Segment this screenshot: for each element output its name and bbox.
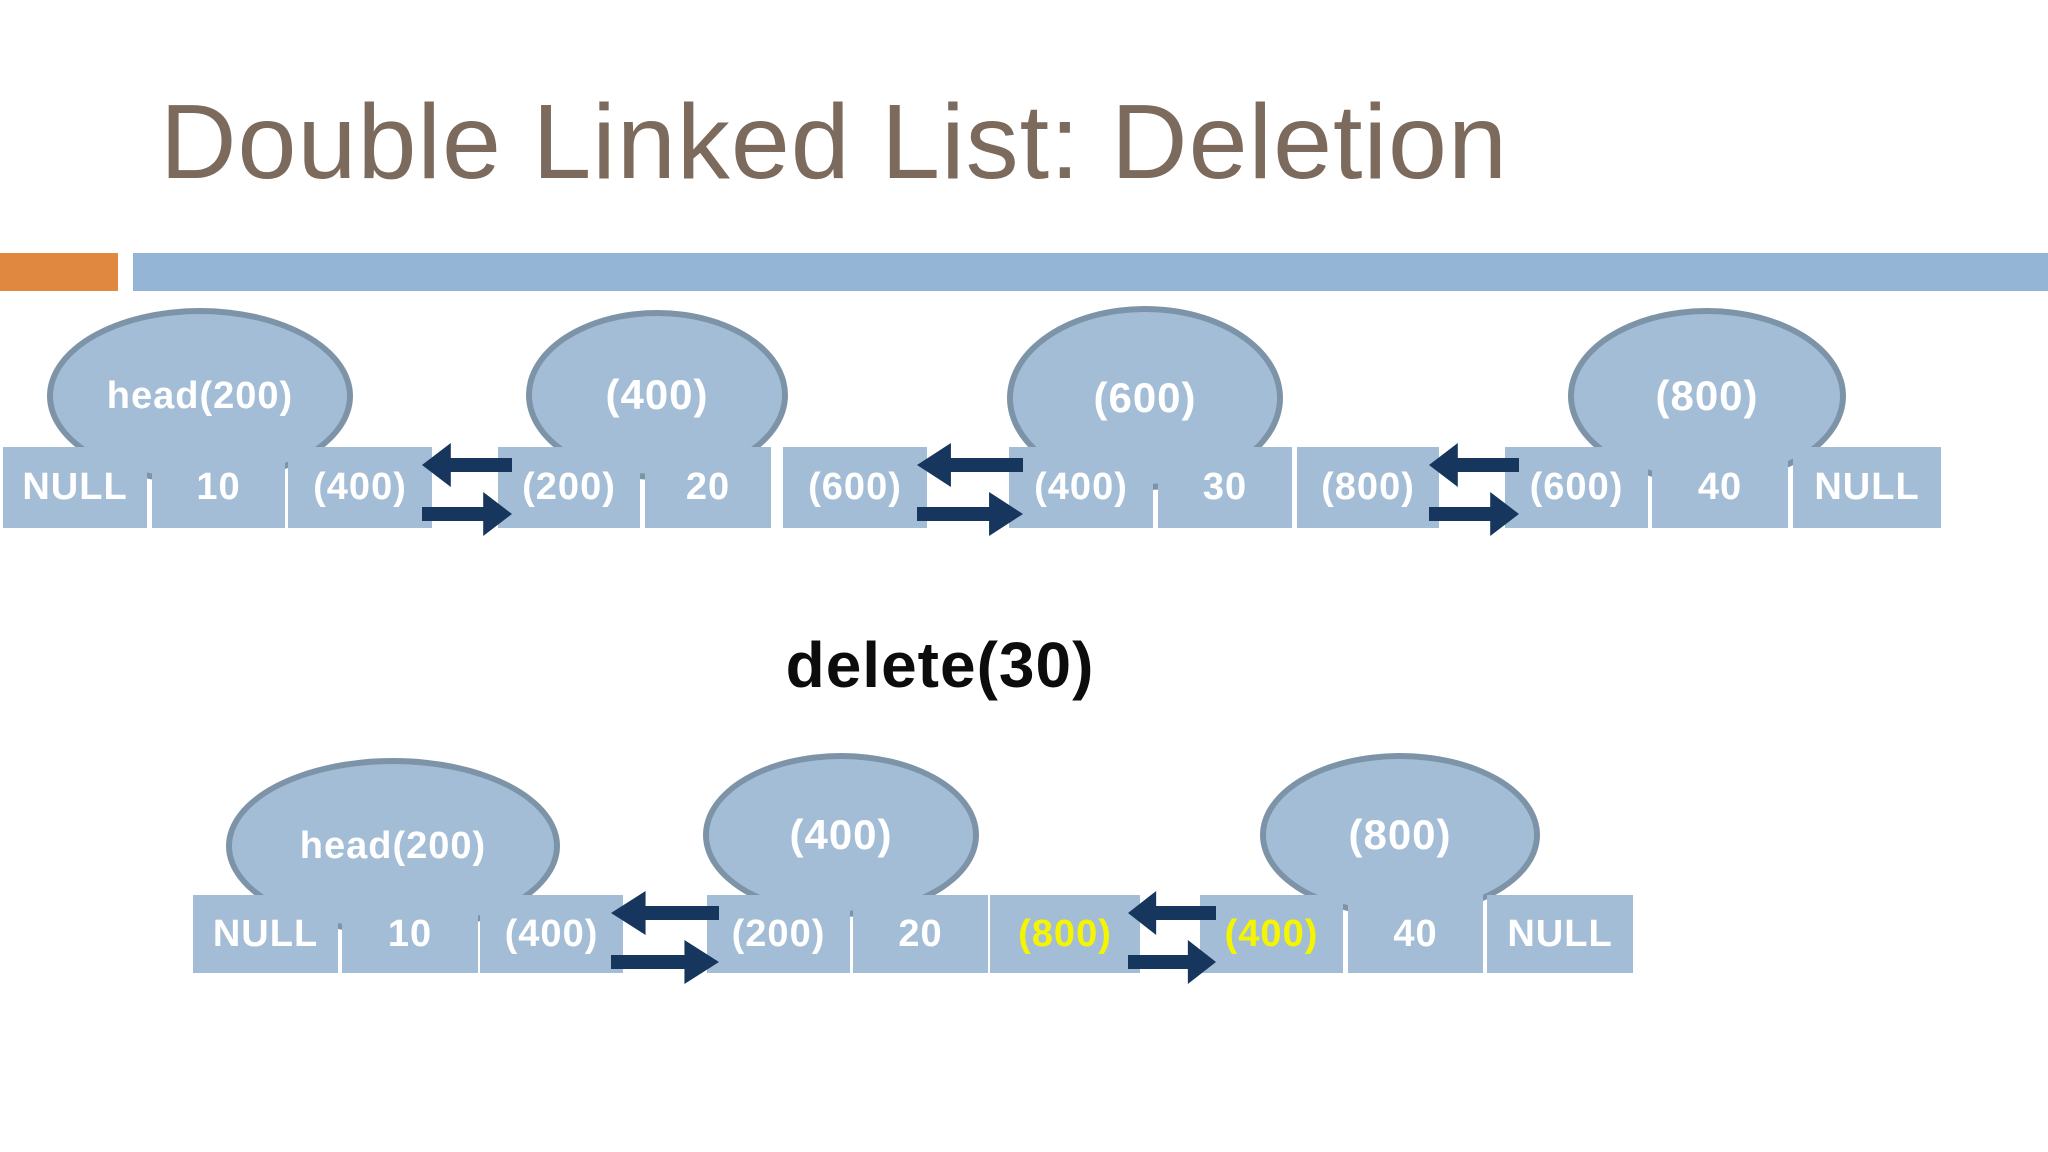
node-cell-prev: NULL bbox=[193, 895, 338, 973]
operation-label: delete(30) bbox=[785, 629, 1095, 701]
arrow-right-icon bbox=[611, 940, 719, 984]
node-cell-prev: NULL bbox=[3, 447, 147, 528]
ellipse-label: (400) bbox=[789, 811, 893, 858]
node-cell-prev: (600) bbox=[1505, 447, 1648, 528]
node-cell-next: (600) bbox=[783, 447, 927, 528]
node-cell-data: 20 bbox=[853, 895, 988, 973]
node-cell-prev: (400) bbox=[1009, 447, 1153, 528]
ellipse-label: head(200) bbox=[106, 374, 294, 417]
arrow-left-icon bbox=[1128, 891, 1216, 935]
node-cell-next: (400) bbox=[288, 447, 432, 528]
node-cell-next: NULL bbox=[1487, 895, 1633, 973]
ellipse-label: head(200) bbox=[299, 824, 487, 867]
node-cell-data: 10 bbox=[342, 895, 478, 973]
arrow-right-icon bbox=[1429, 492, 1519, 536]
ellipse-label: (800) bbox=[1348, 811, 1452, 858]
node-cell-next-updated: (800) bbox=[990, 895, 1140, 973]
node-cell-next: NULL bbox=[1793, 447, 1941, 528]
node-cell-data: 30 bbox=[1158, 447, 1292, 528]
arrow-left-icon bbox=[611, 891, 719, 935]
theme-bar-blue bbox=[133, 253, 2048, 291]
arrow-left-icon bbox=[422, 443, 512, 487]
ellipse-label: (400) bbox=[605, 371, 709, 418]
node-cell-data: 10 bbox=[152, 447, 285, 528]
pointer-ellipse: (800) bbox=[1260, 753, 1540, 917]
node-cell-data: 40 bbox=[1348, 895, 1483, 973]
arrow-left-icon bbox=[917, 443, 1023, 487]
node-cell-prev-updated: (400) bbox=[1200, 895, 1343, 973]
node-cell-data: 40 bbox=[1652, 447, 1788, 528]
node-cell-next: (400) bbox=[480, 895, 623, 973]
node-cell-prev: (200) bbox=[498, 447, 640, 528]
pointer-ellipse: (400) bbox=[703, 753, 979, 917]
ellipse-label: (600) bbox=[1093, 374, 1197, 421]
arrow-left-icon bbox=[1429, 443, 1519, 487]
theme-bar-orange-block bbox=[0, 253, 118, 291]
slide-title: Double Linked List: Deletion bbox=[160, 83, 1508, 201]
arrow-right-icon bbox=[422, 492, 512, 536]
ellipse-label: (800) bbox=[1655, 372, 1759, 419]
node-cell-prev: (200) bbox=[707, 895, 850, 973]
arrow-right-icon bbox=[1128, 940, 1216, 984]
arrow-right-icon bbox=[917, 492, 1023, 536]
node-cell-next: (800) bbox=[1297, 447, 1439, 528]
node-cell-data: 20 bbox=[645, 447, 771, 528]
